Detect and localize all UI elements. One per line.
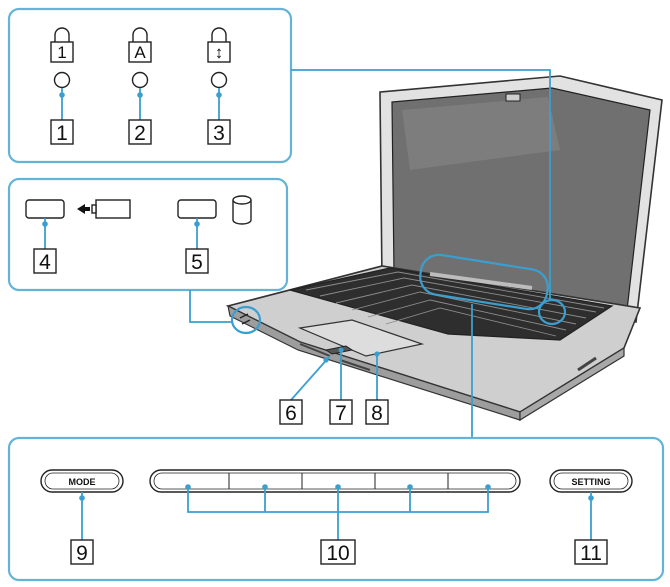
- callout-box-7: [329, 399, 353, 425]
- drive-led: [177, 199, 217, 219]
- callout-number-9: 9: [76, 542, 88, 565]
- scroll-lock-symbol: ↕: [215, 43, 224, 62]
- mode-button: MODE: [40, 469, 124, 493]
- charge-led: [25, 199, 65, 219]
- scroll-lock-led: [210, 71, 228, 89]
- battery-charge-icon: [77, 199, 131, 219]
- callout-number-1: 1: [56, 122, 68, 145]
- laptop-illustration: [225, 75, 663, 422]
- webcam: [505, 93, 521, 102]
- scroll-lock-indicator: ↕ 3: [207, 27, 231, 145]
- mode-button-label: MODE: [69, 477, 96, 487]
- caps-lock-indicator: A 2: [128, 27, 152, 145]
- callout-box-1: [50, 119, 74, 145]
- callout-box-3: [207, 119, 231, 145]
- status-indicator-highlight: [230, 305, 262, 335]
- callout-number-3: 3: [213, 122, 225, 145]
- indicator-panel: 1 1 A 2 ↕: [7, 7, 293, 164]
- caps-lock-icon: A: [128, 27, 152, 63]
- callout-box-9: [70, 539, 94, 565]
- callout-box-5: [185, 248, 209, 274]
- callout-number-6: 6: [285, 402, 297, 425]
- callout-number-2: 2: [134, 122, 146, 145]
- callout-box-10: [320, 539, 356, 565]
- callout-box-6: [279, 399, 303, 425]
- callout-box-4: [33, 248, 57, 274]
- callout-number-11: 11: [580, 542, 602, 565]
- status-panel-frame: [7, 177, 289, 292]
- touch-button-strip: [149, 469, 521, 493]
- button-panel: MODE 9 10: [7, 436, 665, 582]
- setting-button: SETTING: [549, 469, 633, 493]
- button-strip-highlight: [419, 253, 549, 311]
- caps-lock-led: [131, 71, 149, 89]
- status-panel: 4 5: [7, 177, 289, 292]
- callout-number-7: 7: [335, 402, 347, 425]
- callout-box-11: [574, 539, 608, 565]
- callout-box-2: [128, 119, 152, 145]
- lock-indicator-highlight: [537, 298, 567, 326]
- callout-number-5: 5: [191, 251, 203, 274]
- num-lock-indicator: 1 1: [50, 27, 74, 145]
- indicator-panel-frame: [7, 7, 293, 164]
- leader-line-indicator-panel: [291, 69, 551, 300]
- num-lock-icon: 1: [50, 27, 74, 63]
- charge-indicator: 4: [25, 199, 131, 274]
- caps-lock-symbol: A: [134, 43, 146, 62]
- setting-button-label: SETTING: [571, 477, 610, 487]
- disk-drive-icon: [232, 195, 252, 225]
- drive-indicator: 5: [177, 195, 252, 274]
- button-panel-frame: [7, 436, 665, 582]
- callout-number-4: 4: [39, 251, 51, 274]
- scroll-lock-icon: ↕: [207, 27, 231, 63]
- laptop-callouts: 6 7 8: [279, 347, 389, 425]
- callout-box-8: [365, 399, 389, 425]
- leader-line-status-panel: [189, 290, 232, 323]
- num-lock-led: [53, 71, 71, 89]
- callout-number-8: 8: [371, 402, 383, 425]
- num-lock-symbol: 1: [57, 43, 66, 62]
- callout-number-10: 10: [326, 542, 349, 565]
